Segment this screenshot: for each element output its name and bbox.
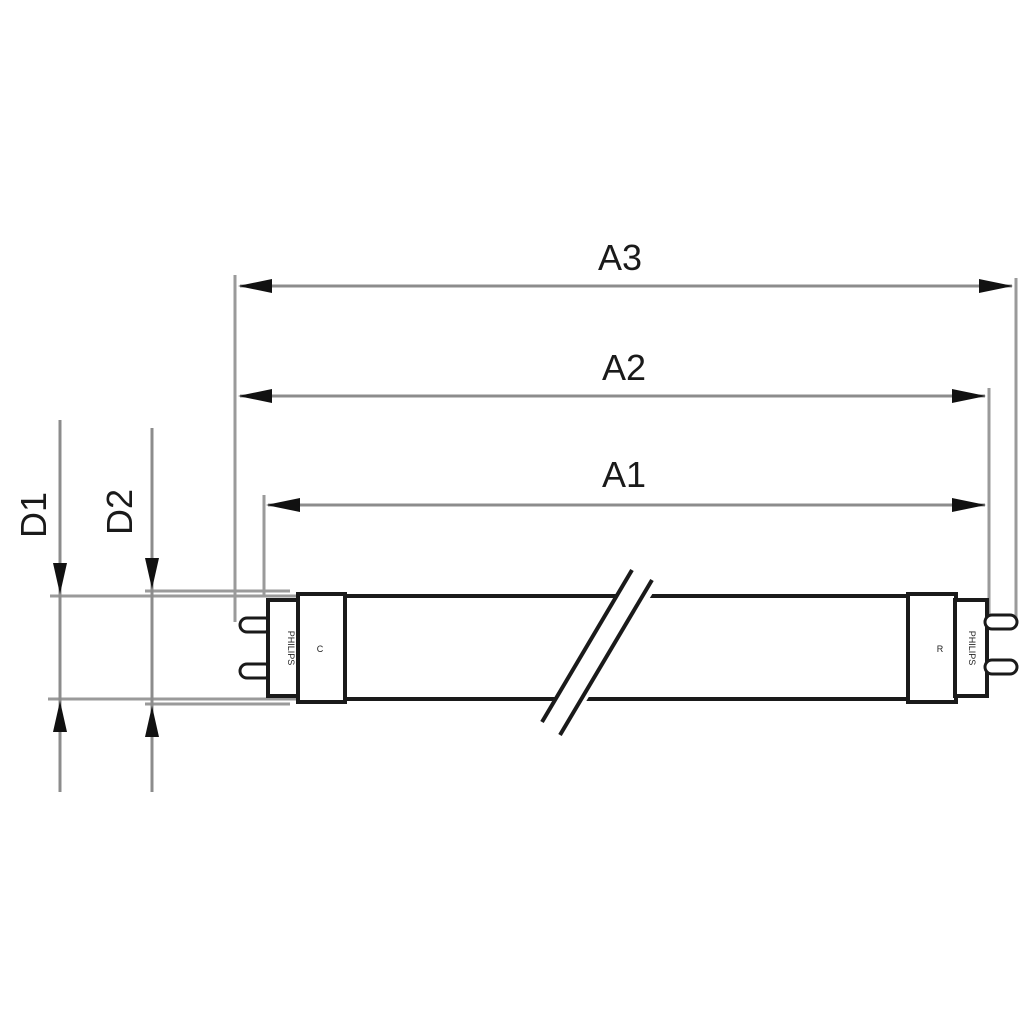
arrow-right-icon [952, 389, 986, 403]
break-line [558, 578, 654, 737]
dimension-a3: A3 [238, 237, 1013, 293]
arrow-right-icon [952, 498, 986, 512]
arrow-down-icon [145, 558, 159, 589]
right-brand-text: PHILIPS [967, 631, 977, 666]
dimension-d2: D2 [99, 428, 159, 792]
left-brand-text: PHILIPS [286, 631, 296, 666]
label-a1: A1 [602, 454, 646, 495]
dimension-d1: D1 [13, 420, 67, 792]
arrow-left-icon [238, 279, 272, 293]
arrow-up-icon [53, 701, 67, 732]
extension-lines [48, 275, 1018, 706]
arrow-down-icon [53, 563, 67, 594]
arrow-left-icon [238, 389, 272, 403]
right-endcap: PHILIPS R [906, 592, 1019, 704]
arrow-left-icon [266, 498, 300, 512]
left-endcap: PHILIPS C [238, 592, 347, 704]
dimension-a2: A2 [238, 347, 986, 403]
label-a2: A2 [602, 347, 646, 388]
left-cap-mark: C [317, 644, 324, 654]
right-cap-mark: R [937, 644, 944, 654]
label-d1: D1 [13, 492, 54, 538]
arrow-right-icon [979, 279, 1013, 293]
dimension-a1: A1 [266, 454, 986, 512]
tube-body [345, 568, 910, 737]
arrow-up-icon [145, 706, 159, 737]
label-a3: A3 [598, 237, 642, 278]
right-pins [983, 613, 1019, 676]
break-line [540, 568, 634, 724]
label-d2: D2 [99, 489, 140, 535]
